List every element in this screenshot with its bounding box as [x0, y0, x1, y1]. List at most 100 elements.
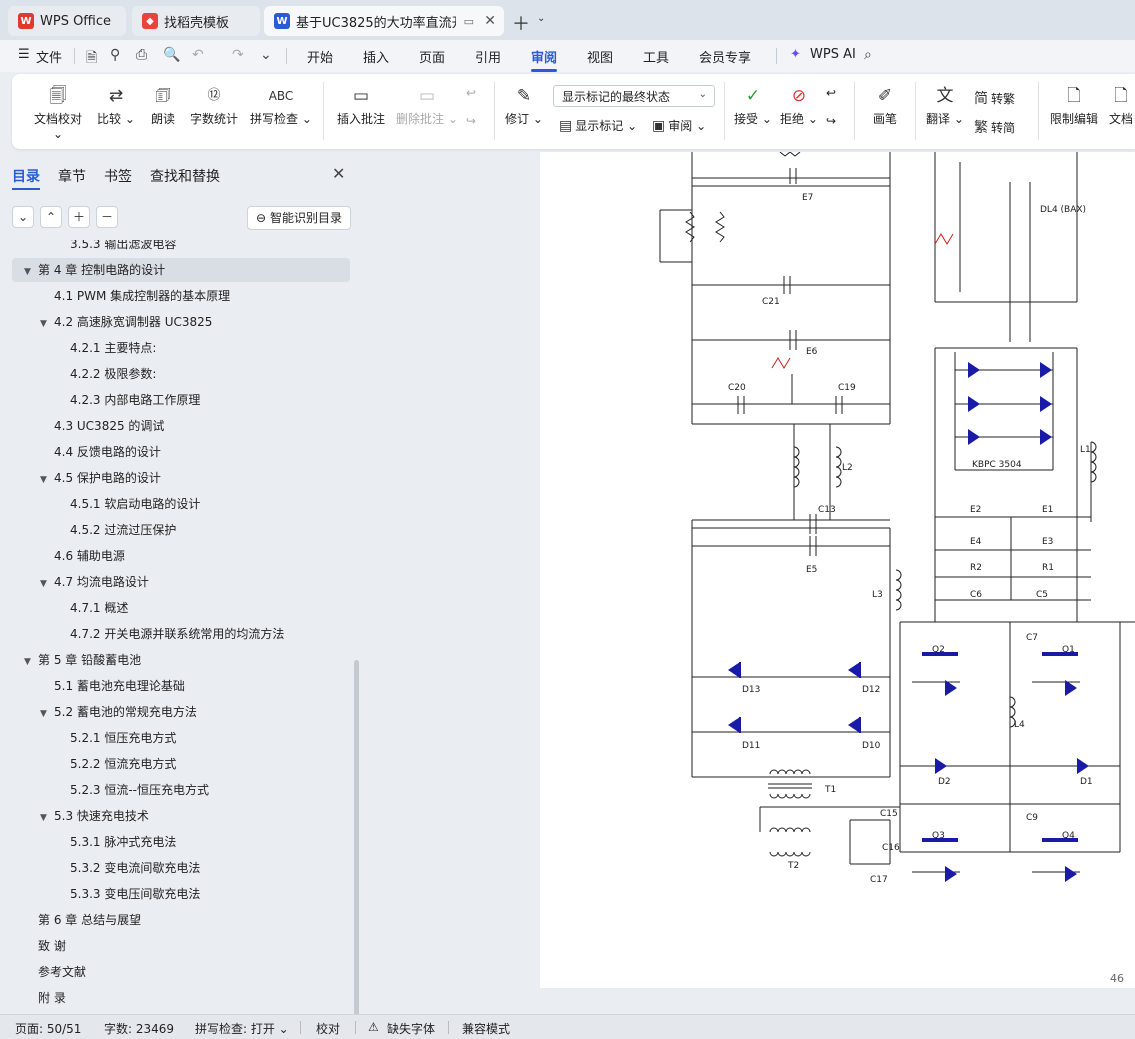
expand-toggle-icon[interactable]: ▼	[40, 319, 47, 329]
expand-toggle-icon[interactable]: ▼	[24, 657, 31, 667]
compare-button[interactable]: ⇄ 比较 ⌄	[96, 82, 136, 127]
expand-toggle-icon[interactable]: ▼	[40, 813, 47, 823]
menu-file[interactable]: 文件	[36, 51, 63, 66]
toc-item[interactable]: 4.3 UC3825 的调试	[12, 414, 350, 438]
prev-comment-icon[interactable]: ↩	[466, 86, 477, 100]
toc-item[interactable]: 4.1 PWM 集成控制器的基本原理	[12, 284, 350, 308]
collapse-icon[interactable]: ⌄	[12, 206, 34, 228]
toc-item[interactable]: 4.2.3 内部电路工作原理	[12, 388, 350, 412]
toc-item[interactable]: 第 6 章 总结与展望	[12, 908, 350, 932]
ink-button[interactable]: ✐ 画笔	[868, 82, 902, 127]
tab-docer[interactable]: ◆ 找稻壳模板	[132, 6, 260, 36]
document-page[interactable]: E7 C21 E6 C20 C19 L2 C13 E5 L3 D13 D12 D…	[540, 152, 1135, 988]
close-icon[interactable]: ✕	[332, 164, 346, 183]
toc-item[interactable]: ▼4.2 高速脉宽调制器 UC3825	[12, 310, 350, 334]
nav-tab-bookmarks[interactable]: 书签	[104, 169, 132, 185]
toc-item[interactable]: ▼第 4 章 控制电路的设计	[12, 258, 350, 282]
new-tab-icon[interactable]: ＋	[512, 14, 530, 35]
toc-item[interactable]: 4.7.1 概述	[12, 596, 350, 620]
translate-button[interactable]: 文 翻译 ⌄	[926, 82, 964, 127]
chevron-down-icon[interactable]: ⌄	[537, 13, 546, 24]
toc-item[interactable]: 4.4 反馈电路的设计	[12, 440, 350, 464]
close-icon[interactable]: ✕	[484, 13, 496, 29]
menu-start[interactable]: 开始	[307, 51, 334, 66]
nav-tab-toc[interactable]: 目录	[12, 169, 40, 185]
redo-icon[interactable]: ↷	[232, 47, 244, 63]
undo-icon[interactable]: ↶	[192, 47, 204, 63]
proofread-button[interactable]: 校对	[316, 1022, 341, 1036]
toc-scrollbar[interactable]	[354, 660, 359, 1016]
toc-item[interactable]: 4.2.1 主要特点:	[12, 336, 350, 360]
missing-font-button[interactable]: 缺失字体	[387, 1022, 436, 1036]
delete-comment-button[interactable]: ▭ 删除批注 ⌄	[396, 82, 458, 127]
to-traditional-button[interactable]: 简转繁	[974, 91, 1016, 107]
toc-item[interactable]: 5.2.3 恒流--恒压充电方式	[12, 778, 350, 802]
menu-tools[interactable]: 工具	[643, 51, 670, 66]
menu-review[interactable]: 审阅	[531, 51, 558, 66]
toc-item[interactable]: 5.1 蓄电池充电理论基础	[12, 674, 350, 698]
toc-item[interactable]: 参考文献	[12, 960, 350, 984]
word-count-indicator[interactable]: 字数: 23469	[104, 1022, 175, 1036]
toc-item[interactable]: 4.5.1 软启动电路的设计	[12, 492, 350, 516]
accept-button[interactable]: ✓ 接受 ⌄	[734, 82, 772, 127]
nav-tab-find-replace[interactable]: 查找和替换	[150, 169, 220, 185]
expand-up-icon[interactable]: ⌃	[40, 206, 62, 228]
menu-member[interactable]: 会员专享	[699, 51, 752, 66]
chevron-down-icon[interactable]: ⌄	[260, 47, 272, 63]
to-simplified-button[interactable]: 繁转简	[974, 120, 1016, 136]
next-comment-icon[interactable]: ↪	[466, 114, 477, 128]
tab-wps-office[interactable]: W WPS Office	[8, 6, 126, 36]
menu-page[interactable]: 页面	[419, 51, 446, 66]
toc-item[interactable]: ▼4.5 保护电路的设计	[12, 466, 350, 490]
expand-toggle-icon[interactable]: ▼	[40, 579, 47, 589]
prev-change-icon[interactable]: ↩	[826, 86, 837, 100]
toc-item[interactable]: ▼5.2 蓄电池的常规充电方法	[12, 700, 350, 724]
hamburger-icon[interactable]: ☰	[18, 47, 30, 62]
doc-check-button[interactable]: 🗐 文档校对 ⌄	[28, 82, 88, 141]
print-icon[interactable]: ⎙	[136, 47, 148, 63]
menu-view[interactable]: 视图	[587, 51, 614, 66]
monitor-icon[interactable]: ▭	[463, 14, 474, 28]
page-indicator[interactable]: 页面: 50/51	[15, 1022, 82, 1036]
reject-button[interactable]: ⊘ 拒绝 ⌄	[780, 82, 818, 127]
toc-item[interactable]: 3.5.3 输出滤波电容	[12, 240, 350, 256]
doc-more-button[interactable]: 🗋 文档	[1106, 82, 1135, 127]
toc-item[interactable]: ▼4.7 均流电路设计	[12, 570, 350, 594]
next-change-icon[interactable]: ↪	[826, 114, 837, 128]
menu-insert[interactable]: 插入	[363, 51, 390, 66]
toc-item[interactable]: 4.7.2 开关电源并联系统常用的均流方法	[12, 622, 350, 646]
print-preview-icon[interactable]: 🔍	[163, 47, 181, 63]
toc-item[interactable]: ▼第 5 章 铅酸蓄电池	[12, 648, 350, 672]
show-markup-button[interactable]: ▤显示标记 ⌄	[559, 118, 638, 134]
track-changes-button[interactable]: ✎ 修订 ⌄	[504, 82, 544, 127]
menu-reference[interactable]: 引用	[475, 51, 502, 66]
toc-item[interactable]: 致 谢	[12, 934, 350, 958]
word-count-button[interactable]: ⑫ 字数统计	[188, 82, 240, 127]
remove-heading-icon[interactable]: －	[96, 206, 118, 228]
share-icon[interactable]: ⚲	[110, 47, 121, 63]
expand-toggle-icon[interactable]: ▼	[40, 475, 47, 485]
save-icon[interactable]: 🗎	[86, 50, 98, 66]
menu-wps-ai[interactable]: WPS AI	[810, 47, 856, 62]
expand-toggle-icon[interactable]: ▼	[24, 267, 31, 277]
restrict-edit-button[interactable]: 🗋 限制编辑	[1048, 82, 1100, 127]
wps-ai-icon[interactable]: ✦	[790, 47, 801, 62]
toc-item[interactable]: 5.3.1 脉冲式充电法	[12, 830, 350, 854]
toc-item[interactable]: 5.3.3 变电压间歇充电法	[12, 882, 350, 906]
toc-item[interactable]: 4.6 辅助电源	[12, 544, 350, 568]
toc-item[interactable]: 4.2.2 极限参数:	[12, 362, 350, 386]
expand-toggle-icon[interactable]: ▼	[40, 709, 47, 719]
toc-item[interactable]: 5.2.2 恒流充电方式	[12, 752, 350, 776]
toc-item[interactable]: ▼5.3 快速充电技术	[12, 804, 350, 828]
nav-tab-sections[interactable]: 章节	[58, 169, 86, 185]
markup-display-select[interactable]: 显示标记的最终状态 ⌄	[553, 85, 715, 107]
add-heading-icon[interactable]: ＋	[68, 206, 90, 228]
spell-check-status[interactable]: 拼写检查: 打开 ⌄	[195, 1022, 289, 1036]
toc-item[interactable]: 5.3.2 变电流间歇充电法	[12, 856, 350, 880]
read-aloud-button[interactable]: 🗊 朗读	[146, 82, 180, 127]
smart-toc-button[interactable]: ⊖ 智能识别目录	[247, 206, 351, 230]
review-pane-button[interactable]: ▣审阅 ⌄	[652, 118, 707, 134]
toc-item[interactable]: 5.2.1 恒压充电方式	[12, 726, 350, 750]
insert-comment-button[interactable]: ▭ 插入批注	[334, 82, 388, 127]
tab-document[interactable]: W 基于UC3825的大功率直流开关 ▭ ✕	[264, 6, 504, 36]
